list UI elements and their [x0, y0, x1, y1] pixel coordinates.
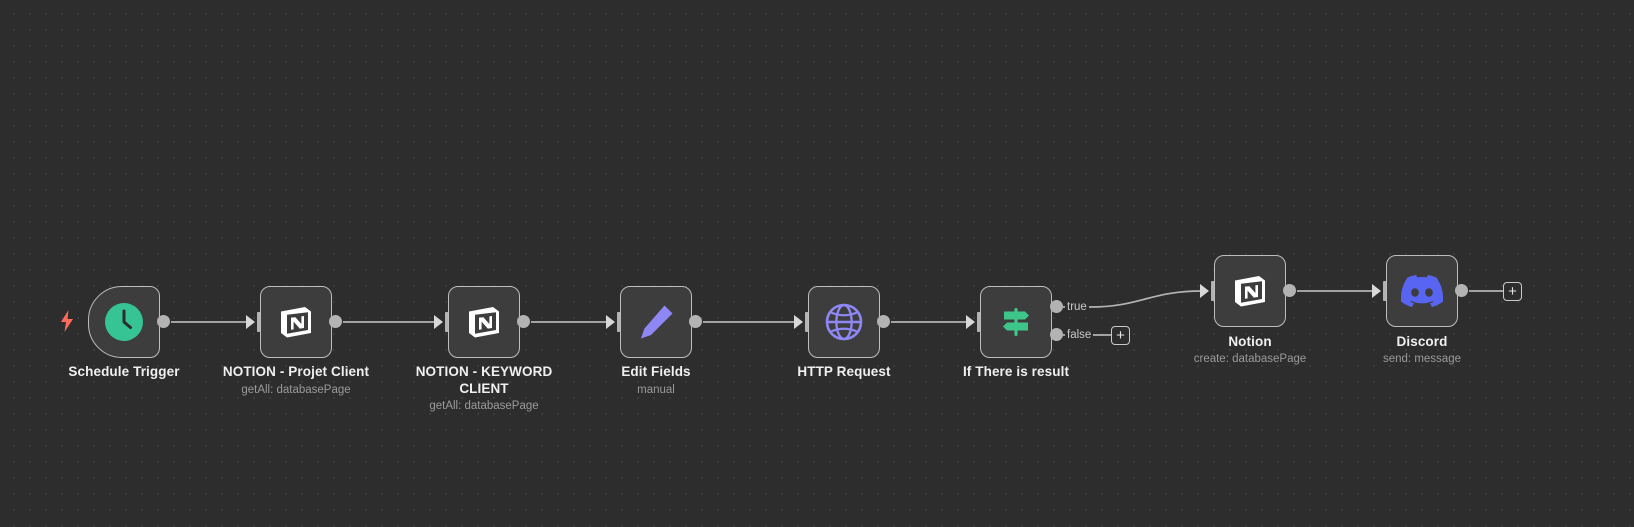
node-edit-fields[interactable] — [620, 286, 692, 358]
node-schedule-trigger[interactable] — [88, 286, 160, 358]
node-notion-projet-client[interactable] — [260, 286, 332, 358]
signpost-icon — [993, 299, 1039, 345]
input-port-discord[interactable] — [1372, 281, 1388, 301]
input-port-edit-fields[interactable] — [606, 312, 622, 332]
node-discord[interactable] — [1386, 255, 1458, 327]
node-notion-keyword-client[interactable] — [448, 286, 520, 358]
output-port-edit-fields[interactable] — [689, 315, 702, 328]
lightning-bolt-icon — [60, 310, 74, 336]
output-port-notion-keyword-client[interactable] — [517, 315, 530, 328]
node-label-schedule-trigger: Schedule Trigger — [68, 364, 180, 379]
notion-icon — [1227, 268, 1273, 314]
node-label-discord: Discord — [1396, 334, 1448, 349]
output-port-notion-create[interactable] — [1283, 284, 1296, 297]
node-subtitle-notion-projet-client: getAll: databasePage — [241, 384, 351, 396]
pencil-icon — [633, 299, 679, 345]
output-port-if-false[interactable] — [1050, 328, 1063, 341]
add-node-false-branch-button[interactable]: + — [1111, 326, 1130, 345]
node-http-request[interactable] — [808, 286, 880, 358]
node-notion-create[interactable] — [1214, 255, 1286, 327]
node-subtitle-notion-create: create: databasePage — [1193, 353, 1307, 365]
node-subtitle-edit-fields: manual — [637, 384, 675, 396]
input-port-notion-keyword-client[interactable] — [434, 312, 450, 332]
branch-label-true: true — [1065, 301, 1089, 313]
node-label-edit-fields: Edit Fields — [621, 364, 691, 379]
globe-icon — [821, 299, 867, 345]
output-port-discord[interactable] — [1455, 284, 1468, 297]
node-label-notion-keyword-client: NOTION - KEYWORD CLIENT — [415, 364, 553, 396]
discord-icon — [1399, 268, 1445, 314]
output-port-if-true[interactable] — [1050, 300, 1063, 313]
node-label-notion-create: Notion — [1228, 334, 1272, 349]
input-port-if-there-is-result[interactable] — [966, 312, 982, 332]
node-subtitle-discord: send: message — [1383, 353, 1461, 365]
input-port-notion-projet-client[interactable] — [246, 312, 262, 332]
node-subtitle-notion-keyword-client: getAll: databasePage — [429, 400, 539, 412]
node-if-there-is-result[interactable] — [980, 286, 1052, 358]
clock-icon — [101, 299, 147, 345]
output-port-schedule-trigger[interactable] — [157, 315, 170, 328]
notion-icon — [461, 299, 507, 345]
add-node-after-discord-button[interactable]: + — [1503, 282, 1522, 301]
input-port-http-request[interactable] — [794, 312, 810, 332]
node-label-http-request: HTTP Request — [797, 364, 891, 379]
notion-icon — [273, 299, 319, 345]
branch-label-false: false — [1065, 329, 1094, 341]
node-label-notion-projet-client: NOTION - Projet Client — [222, 364, 370, 379]
node-label-if-there-is-result: If There is result — [962, 364, 1070, 379]
input-port-notion-create[interactable] — [1200, 281, 1216, 301]
output-port-http-request[interactable] — [877, 315, 890, 328]
output-port-notion-projet-client[interactable] — [329, 315, 342, 328]
